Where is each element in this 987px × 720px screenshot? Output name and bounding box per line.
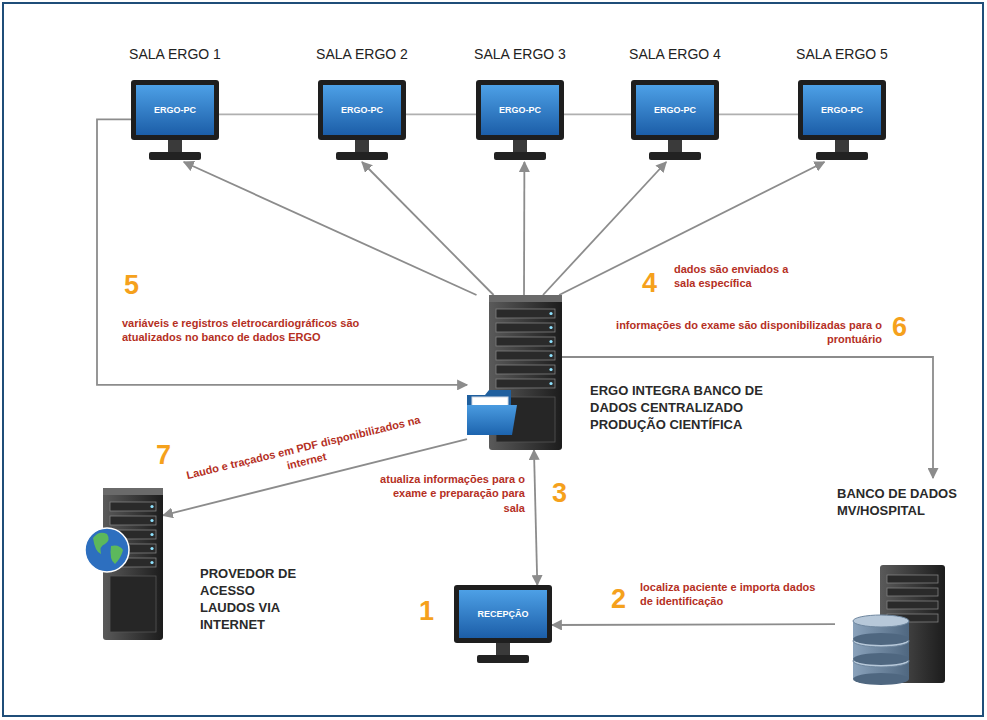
connector-line: [552, 623, 835, 626]
pc-icon: [631, 80, 719, 162]
pc-icon: [318, 80, 406, 162]
connector-line: [362, 162, 494, 295]
connector-line: [219, 114, 318, 116]
pc-icon: [131, 80, 219, 162]
connector-line: [184, 162, 477, 295]
web-node: PROVEDOR DE ACESSO LAUDOS VIA INTERNET: [85, 488, 163, 640]
pc-node: SALA ERGO 2ERGO-PC: [318, 80, 406, 162]
pc-node: SALA ERGO 4ERGO-PC: [631, 80, 719, 162]
web-icon: [85, 488, 163, 640]
callout-number: 2: [611, 584, 626, 615]
pc-icon: [476, 80, 564, 162]
callout-number: 4: [642, 268, 657, 299]
edge-label: dados são enviados a sala específica: [674, 262, 799, 291]
db-node: BANCO DE DADOS MV/HOSPITAL: [835, 478, 975, 693]
screen-label: ERGO-PC: [804, 86, 880, 134]
server-icon: [467, 295, 562, 450]
room-heading: SALA ERGO 5: [796, 46, 888, 62]
room-heading: SALA ERGO 2: [316, 46, 408, 62]
screen-label: RECEPÇÃO: [460, 591, 546, 637]
callout-number: 6: [892, 312, 907, 343]
connector-line: [406, 114, 476, 116]
connector-line: [523, 162, 525, 295]
node-caption: ERGO INTEGRA BANCO DE DADOS CENTRALIZADO…: [590, 383, 768, 434]
room-heading: SALA ERGO 3: [474, 46, 566, 62]
pc-node: SALA ERGO 5ERGO-PC: [798, 80, 886, 162]
connector-line: [534, 450, 537, 585]
connector-line: [562, 357, 933, 478]
screen-label: ERGO-PC: [137, 86, 213, 134]
edge-label: localiza paciente e importa dados de ide…: [640, 580, 830, 609]
frame-border: [3, 3, 983, 716]
edge-label: informações do exame são disponibilizada…: [600, 318, 882, 347]
connector-line: [719, 114, 798, 116]
callout-number: 1: [419, 596, 434, 627]
callout-number: 3: [552, 478, 567, 509]
pc-node: SALA ERGO 1ERGO-PC: [131, 80, 219, 162]
pc-node: RECEPÇÃO: [454, 585, 552, 665]
edge-label: atualiza informações para o exame e prep…: [375, 472, 525, 515]
node-caption: BANCO DE DADOS MV/HOSPITAL: [837, 486, 977, 520]
node-caption: PROVEDOR DE ACESSO LAUDOS VIA INTERNET: [200, 566, 300, 634]
room-heading: SALA ERGO 1: [129, 46, 221, 62]
screen-label: ERGO-PC: [324, 86, 400, 134]
room-heading: SALA ERGO 4: [629, 46, 721, 62]
pc-icon: [454, 585, 552, 665]
server-node: ERGO INTEGRA BANCO DE DADOS CENTRALIZADO…: [467, 295, 562, 450]
callout-number: 5: [124, 270, 139, 301]
connector-line: [559, 162, 824, 295]
edge-label: variáveis e registros eletrocardiográfic…: [122, 316, 387, 345]
connector-line: [564, 114, 631, 116]
connector-line: [97, 119, 467, 385]
callout-number: 7: [156, 440, 171, 471]
pc-icon: [798, 80, 886, 162]
screen-label: ERGO-PC: [482, 86, 558, 134]
pc-node: SALA ERGO 3ERGO-PC: [476, 80, 564, 162]
screen-label: ERGO-PC: [637, 86, 713, 134]
